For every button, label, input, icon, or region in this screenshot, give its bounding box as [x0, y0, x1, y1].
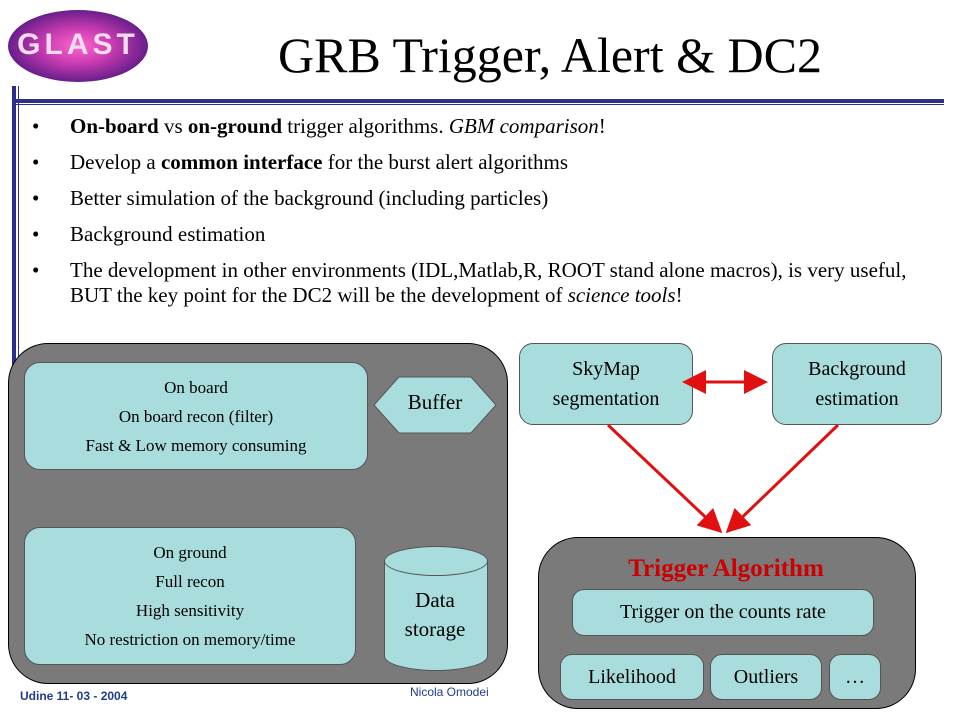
counts-rate-box: Trigger on the counts rate [572, 589, 874, 636]
bullet-text: The development in other environments (I… [70, 258, 907, 307]
bullet-text: for the burst alert algorithms [322, 150, 569, 174]
outliers-box: Outliers [710, 654, 822, 700]
bullet-list: • On-board vs on-ground trigger algorithm… [30, 114, 930, 319]
arrow-background-to-trigger [725, 423, 840, 534]
bullet-text: common interface [160, 150, 323, 174]
ellipsis-box: … [829, 654, 881, 700]
storage-line: storage [404, 617, 466, 641]
bullet-text: On-board [70, 114, 159, 138]
bullet-item: • Better simulation of the background (in… [30, 186, 930, 211]
onboard-box: On board On board recon (filter) Fast & … [24, 362, 368, 470]
bullet-item: • Develop a common interface for the burs… [30, 150, 930, 175]
onground-box: On ground Full recon High sensitivity No… [24, 527, 356, 665]
buffer-label: Buffer [407, 390, 463, 414]
onboard-line: On board recon (filter) [118, 406, 274, 426]
bullet-dot: • [32, 150, 40, 174]
skymap-line: SkyMap [572, 358, 640, 380]
bullet-dot: • [32, 258, 40, 282]
footer-author: Nicola Omodei [410, 685, 489, 699]
background-estimation-box: Background estimation [772, 343, 942, 425]
buffer-hexagon [373, 376, 497, 434]
onboard-line: On board [164, 377, 228, 397]
onground-line: Full recon [155, 572, 225, 591]
bullet-dot: • [32, 114, 40, 138]
title-rule-thin [14, 104, 944, 105]
onground-line: No restriction on memory/time [84, 630, 296, 649]
bullet-text: Develop a [70, 150, 161, 174]
skymap-segmentation-box: SkyMap segmentation [519, 343, 693, 425]
bullet-text: Better simulation of the background (inc… [70, 186, 549, 210]
bullet-text: GBM comparison [448, 114, 599, 138]
skymap-line: segmentation [552, 388, 660, 410]
background-line: Background [808, 358, 906, 380]
data-storage-cylinder-top [384, 546, 488, 576]
onground-line: High sensitivity [135, 601, 245, 620]
bullet-text: Background estimation [70, 222, 266, 246]
arrow-skymap-to-trigger [606, 423, 723, 534]
title-rule [14, 99, 944, 103]
bullet-dot: • [32, 186, 40, 210]
bullet-item: • The development in other environments (… [30, 258, 930, 308]
likelihood-box: Likelihood [560, 654, 704, 700]
onground-line: On ground [153, 543, 227, 562]
bullet-item: • On-board vs on-ground trigger algorithm… [30, 114, 930, 139]
bullet-text: vs [158, 114, 188, 138]
bullet-text: ! [598, 114, 606, 138]
background-line: estimation [815, 388, 899, 410]
data-storage-label: Data storage [384, 586, 486, 644]
data-storage-cylinder [384, 560, 488, 656]
bullet-text: trigger algorithms. [282, 114, 449, 138]
logo-text: GLAST [17, 28, 139, 61]
bullet-item: • Background estimation [30, 222, 930, 247]
footer-date-location: Udine 11- 03 - 2004 [20, 689, 128, 703]
trigger-algorithm-title: Trigger Algorithm [628, 555, 824, 582]
storage-line: Data [415, 588, 455, 612]
glast-logo [8, 10, 148, 82]
slide-title: GRB Trigger, Alert & DC2 [278, 27, 822, 83]
bullet-text: ! [675, 283, 683, 307]
bullet-text: science tools [567, 283, 676, 307]
bullet-text: on-ground [187, 114, 283, 138]
onboard-line: Fast & Low memory consuming [85, 435, 307, 455]
bullet-dot: • [32, 222, 40, 246]
